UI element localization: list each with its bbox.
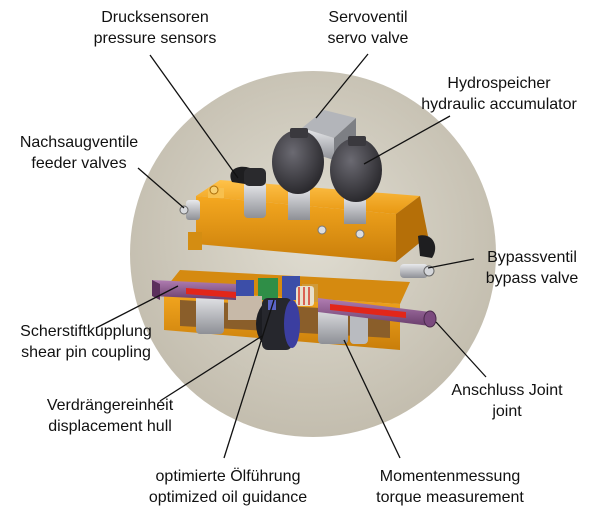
label-pressure-sensors-en: pressure sensors [93,30,217,47]
label-joint-en: joint [492,403,522,420]
label-feeder-valves-de: Nachsaugventile [19,134,139,151]
leader-feeder-valves [137,167,185,209]
label-pressure-sensors-de: Drucksensoren [101,9,209,26]
label-feeder-valves: Nachsaugventile feeder valves [4,132,154,174]
leader-servo-valve [315,53,369,119]
leader-joint [435,321,487,378]
leader-lines [95,53,487,459]
label-hydraulic-accumulator: Hydrospeicher hydraulic accumulator [404,73,594,115]
label-pressure-sensors: Drucksensoren pressure sensors [70,7,240,49]
label-torque-measurement-de: Momentenmessung [379,468,521,485]
feeder-valve-parts [179,182,266,220]
label-torque-measurement-en: torque measurement [376,489,524,506]
leader-displacement-hull [159,335,263,402]
label-displacement-hull: Verdrängereinheit displacement hull [28,395,192,437]
label-displacement-hull-en: displacement hull [48,418,172,435]
label-oil-guidance-en: optimized oil guidance [148,489,308,506]
label-bypass-valve-en: bypass valve [485,270,579,287]
label-joint-de: Anschluss Joint [451,382,563,399]
hydraulic-accumulator-parts [272,128,382,224]
label-oil-guidance-de: optimierte Ölführung [155,468,301,485]
label-oil-guidance: optimierte Ölführung optimized oil guida… [128,466,328,508]
displacement-hull-part [256,298,300,350]
leader-pressure-sensors [149,54,239,179]
label-servo-valve-de: Servoventil [328,9,408,26]
label-shear-pin-coupling: Scherstiftkupplung shear pin coupling [2,321,170,363]
label-hydraulic-accumulator-en: hydraulic accumulator [421,96,577,113]
label-bypass-valve-de: Bypassventil [487,249,577,266]
label-hydraulic-accumulator-de: Hydrospeicher [447,75,551,92]
shaft-and-oil [152,280,437,328]
leader-hydraulic-accumulator [363,115,451,165]
leader-torque-measurement [343,339,401,459]
label-feeder-valves-en: feeder valves [31,155,127,172]
leader-shear-pin-coupling [95,285,179,329]
label-joint: Anschluss Joint joint [422,380,592,422]
label-servo-valve: Servoventil servo valve [298,7,438,49]
label-torque-measurement: Momentenmessung torque measurement [350,466,550,508]
pressure-sensor-parts [230,166,266,186]
label-displacement-hull-de: Verdrängereinheit [46,397,174,414]
label-bypass-valve: Bypassventil bypass valve [468,247,596,289]
label-shear-pin-coupling-de: Scherstiftkupplung [20,323,152,340]
leader-oil-guidance [223,299,275,459]
label-shear-pin-coupling-en: shear pin coupling [21,344,151,361]
leader-bypass-valve [427,258,475,269]
label-servo-valve-en: servo valve [327,30,409,47]
bypass-valve-part [400,235,436,278]
